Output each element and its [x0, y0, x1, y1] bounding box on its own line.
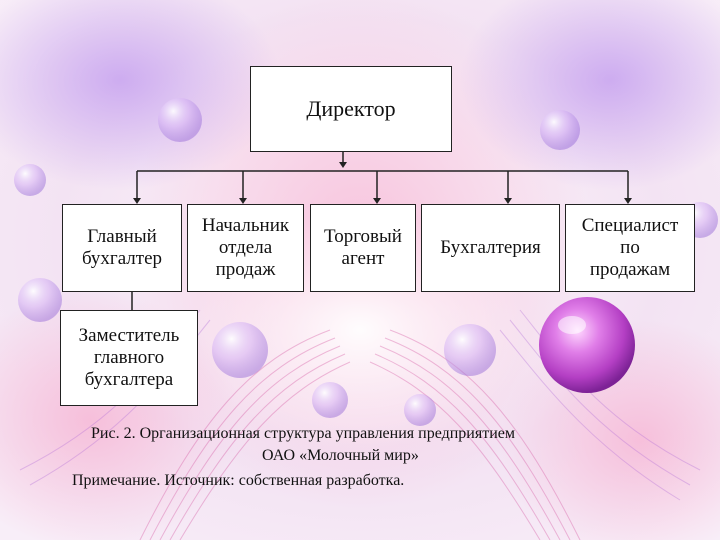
sales-agent-box: Торговый агент: [310, 204, 416, 292]
sales-specialist-box: Специалист по продажам: [565, 204, 695, 292]
chief-accountant-box: Главный бухгалтер: [62, 204, 182, 292]
deputy-chief-accountant-box: Заместитель главного бухгалтера: [60, 310, 198, 406]
figure-caption-line-2: ОАО «Молочный мир»: [262, 447, 419, 464]
accounting-box: Бухгалтерия: [421, 204, 560, 292]
source-note: Примечание. Источник: собственная разраб…: [72, 472, 405, 489]
figure-caption-line-1: Рис. 2. Организационная структура управл…: [91, 425, 515, 442]
sales-head-box: Начальник отдела продаж: [187, 204, 304, 292]
director-box: Директор: [250, 66, 452, 152]
